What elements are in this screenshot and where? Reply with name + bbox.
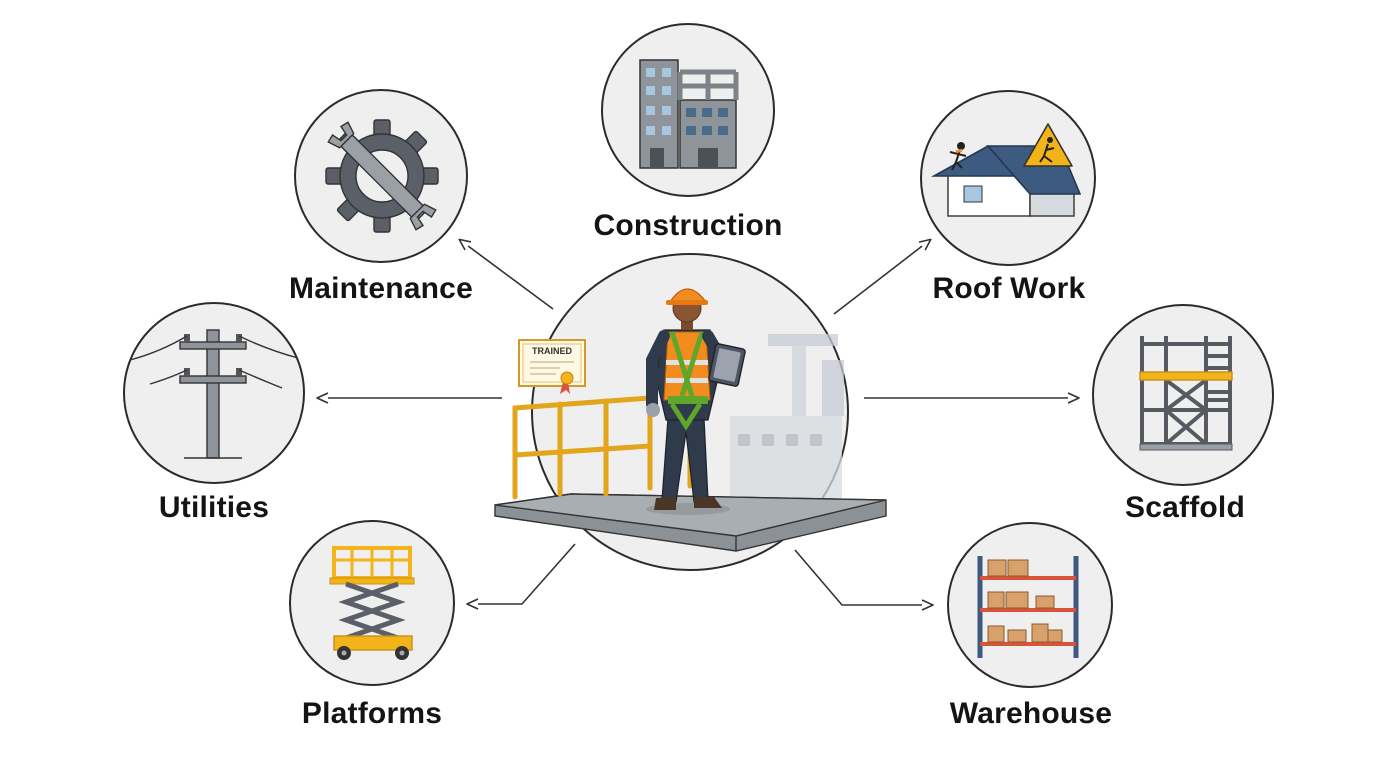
node-maintenance <box>294 89 468 263</box>
node-warehouse <box>947 522 1113 688</box>
worker-figure <box>646 288 746 515</box>
label-warehouse: Warehouse <box>949 697 1113 730</box>
warehouse-shelving-icon <box>977 556 1079 658</box>
certificate-text: TRAINED <box>532 346 572 356</box>
construction-building-icon <box>639 59 739 169</box>
node-construction <box>601 23 775 197</box>
node-scaffold <box>1092 304 1274 486</box>
work-platform <box>494 493 887 552</box>
scissor-lift-icon <box>329 546 415 660</box>
arrow-to-platforms <box>466 543 576 610</box>
label-maintenance: Maintenance <box>289 272 473 305</box>
utility-pole-icon <box>129 329 299 459</box>
center-hub: TRAINED <box>494 253 887 571</box>
label-platforms: Platforms <box>301 697 443 730</box>
node-roof-work <box>920 90 1096 266</box>
label-utilities: Utilities <box>158 491 270 524</box>
platforms-circle <box>289 520 455 686</box>
label-construction: Construction <box>593 209 783 242</box>
connector-arrows <box>316 238 1080 611</box>
arrow-to-roof-work <box>833 238 932 315</box>
warehouse-circle <box>947 522 1113 688</box>
label-scaffold: Scaffold <box>1125 491 1245 524</box>
arrow-to-maintenance <box>458 238 554 310</box>
trained-certificate: TRAINED <box>518 339 586 394</box>
node-utilities <box>123 302 305 484</box>
roof-fall-hazard-icon <box>930 123 1082 217</box>
scaffold-icon <box>1139 336 1233 451</box>
node-platforms <box>289 520 455 686</box>
label-roof-work: Roof Work <box>932 272 1086 305</box>
gear-wrench-icon <box>325 119 439 233</box>
arrow-to-warehouse <box>794 549 934 611</box>
factory-background <box>730 334 844 506</box>
